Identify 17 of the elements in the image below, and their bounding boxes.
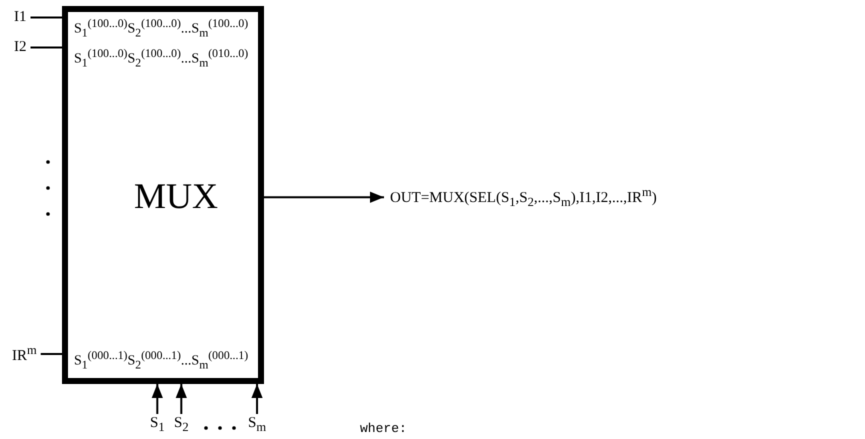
output-expression: OUT=MUX(SEL(S$_{1}$,S$_{2}$,...,S$_{m}$),I1,I2,...,IR$^{m}$) [390, 186, 657, 208]
block-title: MUX [134, 178, 218, 214]
arrow [176, 384, 187, 414]
signal-label: S$_{1}$ [150, 416, 165, 434]
signal-label: S$_{m}$ [248, 416, 266, 434]
signal-label: IR$^{m}$ [12, 344, 37, 364]
connector-line [40, 353, 62, 355]
mux-block [62, 6, 264, 384]
arrow [251, 384, 263, 414]
signal-label: I1 [14, 10, 26, 25]
signal-label: S$_{2}$ [174, 416, 189, 434]
note-text: where: [360, 422, 407, 435]
arrow [152, 384, 163, 414]
signal-label: I2 [14, 40, 26, 55]
connector-line [30, 16, 62, 18]
arrow [264, 192, 384, 203]
connector-line [30, 46, 62, 48]
